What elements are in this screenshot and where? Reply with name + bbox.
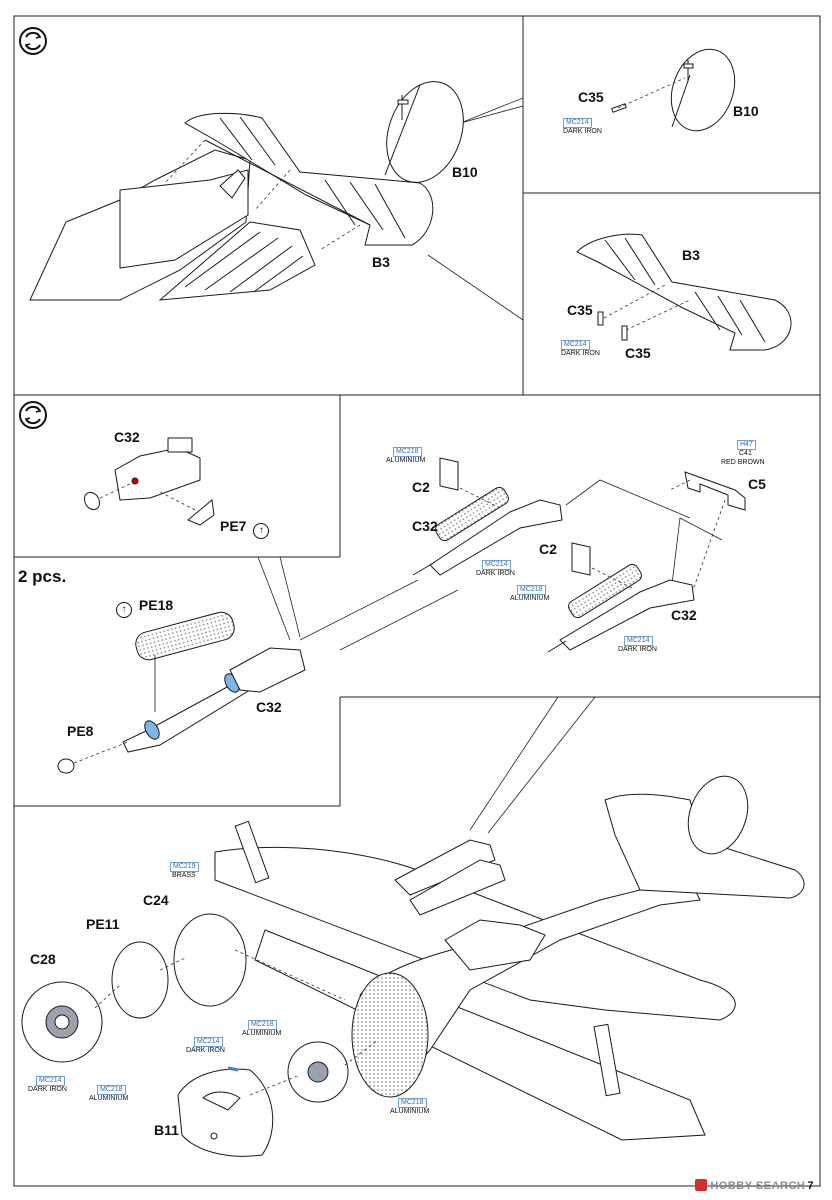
label-pe11: PE11 (86, 916, 120, 932)
paint-name: DARK IRON (186, 1047, 225, 1054)
machine-gun-upper-drawing (412, 457, 563, 576)
callout-leaders (257, 97, 723, 834)
label-b3-detail: B3 (682, 247, 700, 263)
label-pe18-text: PE18 (138, 597, 174, 613)
label-c35-left: C35 (567, 302, 593, 318)
label-c32-body: C32 (114, 429, 140, 445)
paint-name: RED BROWN (721, 459, 765, 466)
label-c2-a: C2 (412, 479, 430, 495)
paint-name: DARK IRON (476, 570, 515, 577)
label-b10-detail: B10 (733, 103, 759, 119)
label-pe7: PE7 ↑ (220, 518, 270, 539)
rudder-drawing (384, 81, 464, 183)
paint-name: ALUMINIUM (242, 1030, 282, 1037)
label-pe8: PE8 (67, 723, 94, 739)
paint-name: BRASS (172, 872, 196, 879)
paint-code-mc214: MC214 (482, 560, 511, 570)
barrel-jacket-drawing (57, 611, 306, 774)
page-number: 7 (807, 1180, 814, 1192)
label-c35: C35 (578, 89, 604, 105)
label-c35-right: C35 (625, 345, 651, 361)
label-b11: B11 (154, 1122, 179, 1138)
panel-borders (13, 15, 821, 1187)
paint-code-mc214: MC214 (624, 636, 653, 646)
label-c32-gun-b: C32 (671, 607, 697, 623)
watermark-logo-icon (695, 1179, 708, 1191)
paint-code-mc218: MC218 (248, 1020, 277, 1030)
label-b3: B3 (372, 254, 390, 270)
cowling-drawing (177, 1066, 274, 1157)
assembly-guides (73, 77, 726, 1096)
paint-name: DARK IRON (28, 1086, 67, 1093)
gun-mount-c5-drawing (684, 471, 746, 511)
paint-code-mc218: MC218 (393, 447, 422, 457)
paint-name: DARK IRON (561, 350, 600, 357)
label-c24: C24 (143, 892, 169, 908)
rudder-detail-drawing (611, 48, 736, 132)
paint-code-mc219: MC219 (170, 862, 199, 872)
paint-code-mc214: MC214 (563, 118, 592, 128)
label-c32-barrel: C32 (256, 699, 282, 715)
paint-name: DARK IRON (563, 128, 602, 135)
label-c32-gun-a: C32 (412, 518, 438, 534)
crankcase-ring-drawing (111, 913, 247, 1019)
label-c5: C5 (748, 476, 766, 492)
paint-code-mc214: MC214 (194, 1037, 223, 1047)
paint-name: ALUMINIUM (510, 595, 550, 602)
cockpit-guns-drawing (234, 820, 621, 1097)
watermark-text: HOBBY SEARCH (710, 1180, 806, 1192)
gun-body-drawing (83, 437, 215, 526)
elevator-drawing (184, 112, 434, 246)
paint-name: ALUMINIUM (386, 457, 426, 464)
paint-name: ALUMINIUM (89, 1095, 129, 1102)
paint-code-c41: C41 (739, 450, 752, 457)
label-c2-b: C2 (539, 541, 557, 557)
label-pe7-text: PE7 (220, 518, 247, 534)
label-b10: B10 (452, 164, 478, 180)
photo-etch-icon: ↑ (253, 523, 270, 539)
machine-gun-lower-drawing (547, 542, 695, 653)
label-two-pcs: 2 pcs. (18, 567, 67, 586)
paint-code-mc218: MC218 (398, 1098, 427, 1108)
paint-name: DARK IRON (618, 646, 657, 653)
paint-code-h47: H47 (737, 440, 756, 450)
label-pe18: ↑ PE18 (116, 598, 173, 618)
paint-code-mc218: MC218 (97, 1085, 126, 1095)
label-c28: C28 (30, 951, 56, 967)
elevator-detail-drawing (576, 233, 792, 351)
paint-code-mc214: MC214 (36, 1076, 65, 1086)
rotate-icon (19, 401, 47, 429)
engine-rotary-drawing (21, 981, 349, 1103)
paint-name: ALUMINIUM (390, 1108, 430, 1115)
paint-code-mc218: MC218 (517, 585, 546, 595)
fuselage-tail-drawing (29, 149, 316, 301)
rotate-icon (19, 27, 47, 55)
tail-plane-drawing (604, 775, 805, 899)
photo-etch-icon: ↑ (116, 602, 132, 618)
paint-code-mc214: MC214 (561, 340, 590, 350)
